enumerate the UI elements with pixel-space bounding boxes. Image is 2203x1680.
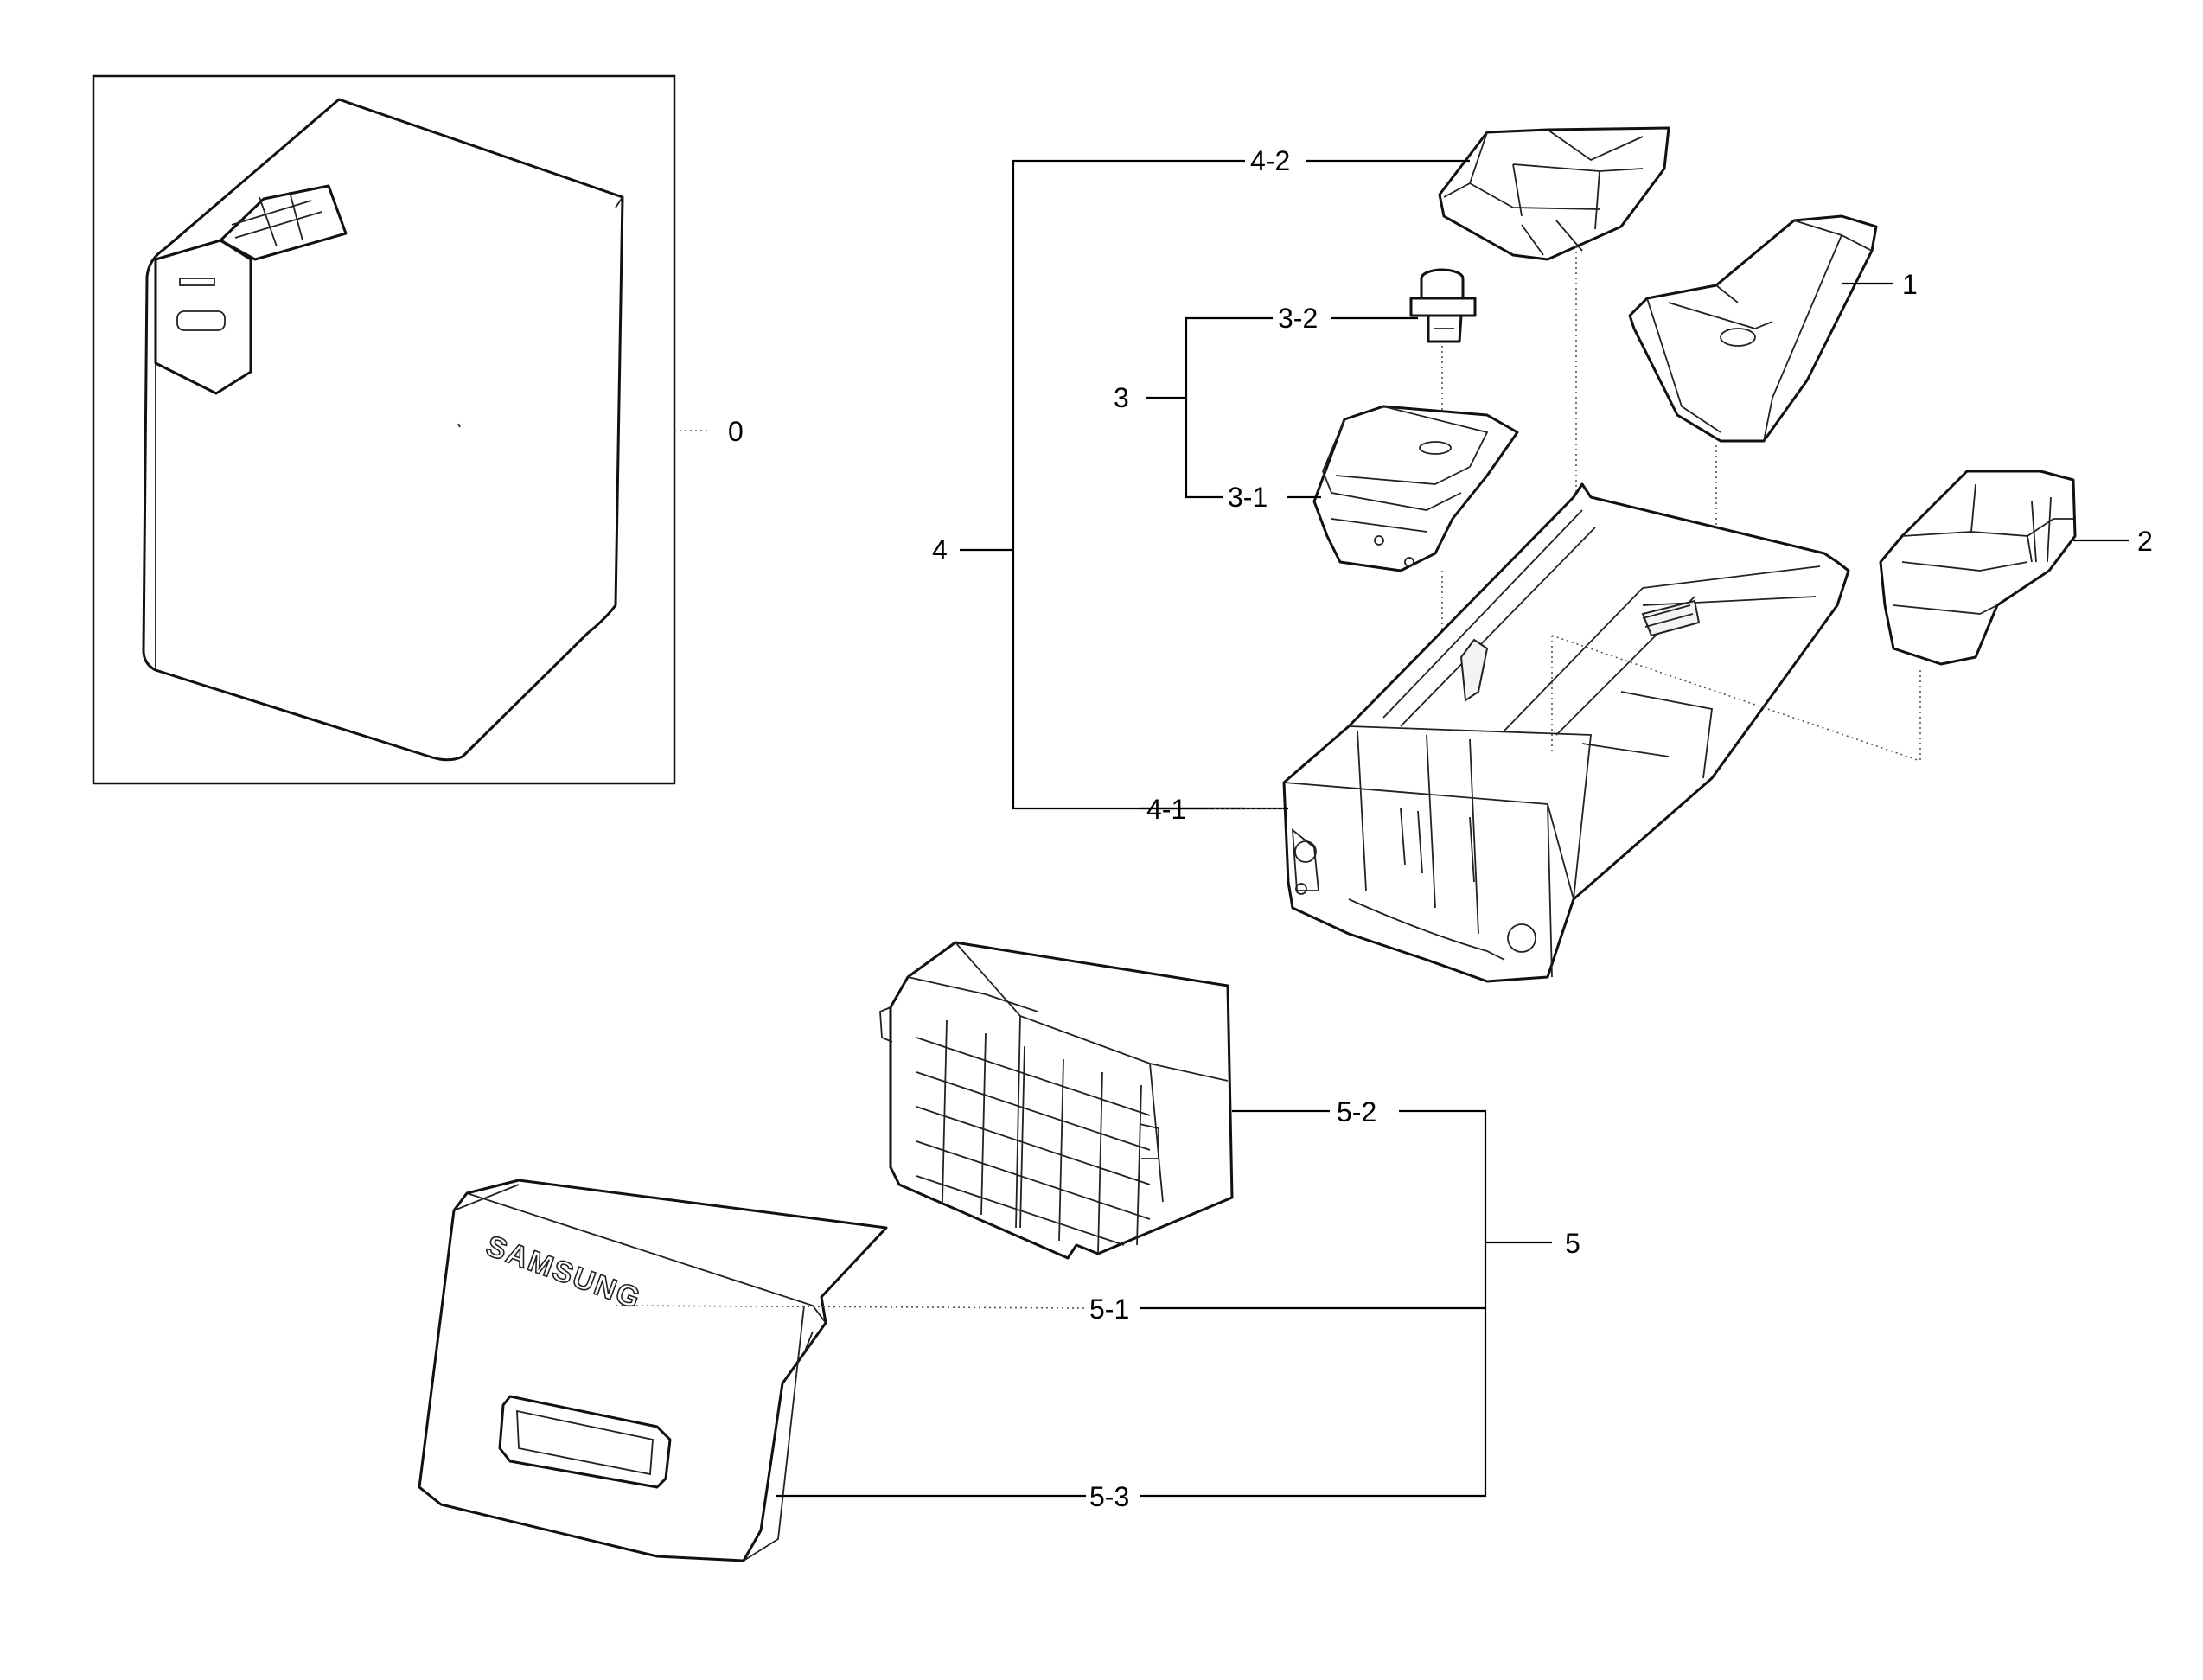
callout-3-1: 3-1 bbox=[1228, 482, 1268, 513]
callout-4: 4 bbox=[932, 534, 948, 565]
part-4-2-tray bbox=[1438, 126, 1670, 261]
callout-4-2: 4-2 bbox=[1250, 145, 1290, 176]
part-3-1-rinse-box bbox=[1312, 405, 1519, 572]
overview-drawer-handle bbox=[176, 310, 226, 331]
callout-group-2: 2 bbox=[2073, 526, 2153, 557]
part-3-2-siphon-cap bbox=[1409, 268, 1477, 343]
part-5-2-grid bbox=[916, 1019, 1151, 1255]
part-2-softener-box bbox=[1879, 470, 2077, 666]
callout-0: 0 bbox=[728, 416, 744, 447]
dispenser-assembly-body bbox=[142, 98, 624, 762]
overview-frame bbox=[92, 74, 676, 785]
callout-3: 3 bbox=[1114, 382, 1129, 413]
callout-group-5: 5-2 5 5-1 5-3 bbox=[615, 1096, 1580, 1512]
callout-2: 2 bbox=[2137, 526, 2153, 557]
callout-group-3: 3-2 3 3-1 bbox=[1114, 303, 1418, 513]
callout-5: 5 bbox=[1565, 1228, 1580, 1259]
part-5-2-handle-frame bbox=[879, 941, 1234, 1260]
part-5-3-drawer-handle bbox=[498, 1395, 672, 1489]
part-5-1-front-panel: SAMSUNG bbox=[418, 1179, 888, 1562]
overview-drawer bbox=[154, 184, 348, 395]
callout-group-4: 4-2 4 4-1 bbox=[932, 145, 1470, 825]
callout-group-1: 1 bbox=[1842, 269, 1918, 300]
assembly-overview-panel: 0 bbox=[92, 74, 744, 785]
callout-4-1: 4-1 bbox=[1146, 794, 1186, 825]
part-1-detergent-box bbox=[1628, 214, 1878, 443]
callout-5-2: 5-2 bbox=[1337, 1096, 1376, 1127]
callout-5-3: 5-3 bbox=[1089, 1481, 1129, 1512]
part-4-1-dispenser-housing bbox=[1282, 482, 1850, 983]
callout-1: 1 bbox=[1902, 269, 1918, 300]
callout-3-2: 3-2 bbox=[1278, 303, 1318, 334]
callout-5-1: 5-1 bbox=[1089, 1294, 1129, 1325]
